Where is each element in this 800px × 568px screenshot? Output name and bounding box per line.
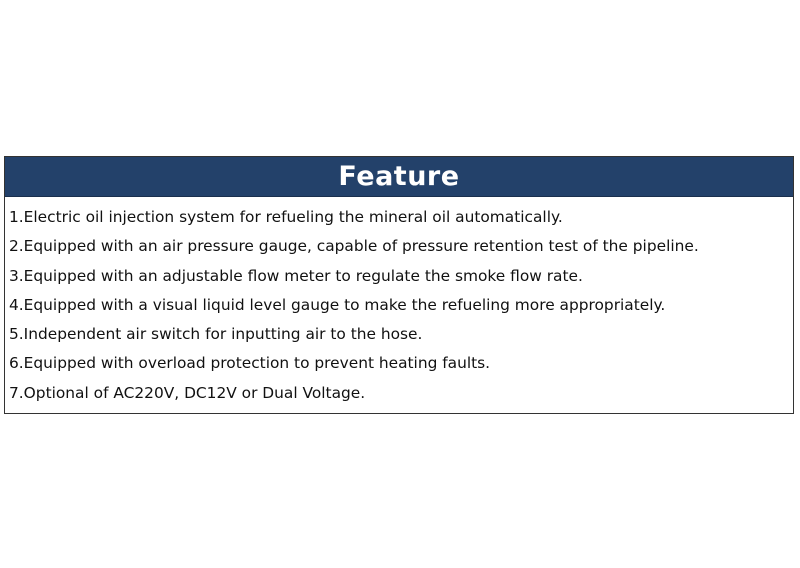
feature-item-6: 6.Equipped with overload protection to p… (9, 354, 491, 373)
feature-item-4: 4.Equipped with a visual liquid level ga… (9, 295, 666, 314)
feature-header: Feature (5, 157, 793, 197)
feature-item-1: 1.Electric oil injection system for refu… (9, 208, 563, 226)
feature-item-2: 2.Equipped with an air pressure gauge, c… (9, 237, 699, 256)
feature-title: Feature (338, 161, 460, 192)
feature-item-7: 7.Optional of AC220V, DC12V or Dual Volt… (9, 383, 366, 402)
feature-list: 1.Electric oil injection system for refu… (5, 197, 793, 408)
feature-item-3: 3.Equipped with an adjustable flow meter… (9, 266, 583, 285)
feature-table: Feature 1.Electric oil injection system … (4, 156, 794, 414)
feature-item-5: 5.Independent air switch for inputting a… (9, 325, 423, 344)
